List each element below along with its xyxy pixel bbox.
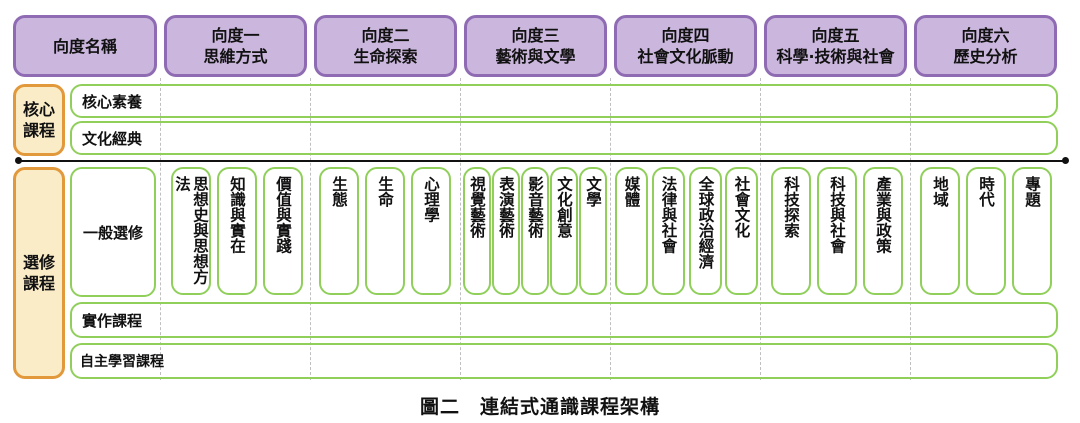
column-separator — [310, 78, 311, 380]
column-separator — [610, 78, 611, 380]
course-box: 知識與實在 — [217, 167, 257, 295]
header-dimension-4-line1: 向度四 — [661, 26, 710, 45]
elective-row-practice: 實作課程 — [70, 302, 1058, 338]
elective-row-self-directed: 自主學習課程 — [70, 343, 1058, 379]
course-label: 心理學 — [422, 176, 440, 223]
column-separator — [760, 78, 761, 380]
general-elective-label-text: 一般選修 — [82, 223, 143, 242]
course-label: 時代 — [977, 176, 995, 207]
figure-caption: 圖二 連結式通識課程架構 — [0, 392, 1080, 418]
header-dimension-5-line2: 科學·技術與社會 — [776, 47, 895, 66]
course-box: 全球政治經濟 — [689, 167, 722, 295]
elective-label-line1: 選修 — [22, 253, 55, 272]
course-box: 科技與社會 — [817, 167, 857, 295]
header-dimension-5-line1: 向度五 — [811, 26, 860, 45]
course-box: 生態 — [319, 167, 359, 295]
header-dimension-name: 向度名稱 — [13, 15, 157, 77]
header-dimension-1: 向度一 思維方式 — [164, 15, 307, 77]
course-box: 價值與實踐 — [263, 167, 303, 295]
header-dimension-1-line2: 思維方式 — [203, 47, 268, 66]
course-label: 科技探索 — [782, 176, 800, 238]
course-label: 專題 — [1023, 176, 1041, 207]
header-dimension-2-line1: 向度二 — [361, 26, 410, 45]
header-dimension-4-line2: 社會文化脈動 — [637, 47, 734, 66]
course-label: 地域 — [931, 176, 949, 207]
core-row-competency: 核心素養 — [70, 84, 1058, 118]
header-dimension-3-line2: 藝術與文學 — [495, 47, 576, 66]
course-label: 文學 — [584, 176, 602, 207]
header-dimension-6: 向度六 歷史分析 — [914, 15, 1057, 77]
header-dimension-1-line1: 向度一 — [211, 26, 260, 45]
course-label: 影音藝術 — [526, 176, 544, 238]
course-label: 視覺藝術 — [468, 176, 486, 238]
course-box: 法律與社會 — [652, 167, 685, 295]
course-label: 全球政治經濟 — [696, 176, 715, 269]
header-dimension-3-line1: 向度三 — [511, 26, 560, 45]
course-box: 表演藝術 — [492, 167, 520, 295]
core-row-competency-label: 核心素養 — [82, 92, 143, 111]
course-box: 社會文化 — [725, 167, 758, 295]
course-box: 思想史與思想方法 — [171, 167, 211, 295]
header-dimension-2: 向度二 生命探索 — [314, 15, 457, 77]
course-box: 影音藝術 — [521, 167, 549, 295]
course-label: 生命 — [376, 176, 394, 207]
elective-row-self-directed-label: 自主學習課程 — [80, 354, 164, 370]
course-box: 文化創意 — [550, 167, 578, 295]
core-row-classics: 文化經典 — [70, 121, 1058, 155]
elective-label-line2: 課程 — [22, 274, 55, 293]
column-separator — [160, 78, 161, 380]
course-label: 產業與政策 — [874, 176, 892, 254]
course-label: 文化創意 — [555, 176, 573, 238]
course-box: 地域 — [920, 167, 960, 295]
course-box: 文學 — [579, 167, 607, 295]
header-dimension-3: 向度三 藝術與文學 — [464, 15, 607, 77]
header-dimension-6-line1: 向度六 — [961, 26, 1010, 45]
column-separator — [910, 78, 911, 380]
course-label: 法律與社會 — [659, 176, 678, 254]
course-box: 專題 — [1012, 167, 1052, 295]
elective-curriculum-label: 選修 課程 — [13, 167, 65, 379]
course-label: 科技與社會 — [828, 176, 846, 254]
column-separator — [460, 78, 461, 380]
header-dimension-4: 向度四 社會文化脈動 — [614, 15, 757, 77]
general-elective-label: 一般選修 — [70, 167, 156, 297]
course-label: 表演藝術 — [497, 176, 515, 238]
divider-line — [18, 160, 1066, 162]
course-box: 視覺藝術 — [463, 167, 491, 295]
divider-endpoint — [1062, 157, 1069, 164]
course-box: 時代 — [966, 167, 1006, 295]
course-label: 思想史與思想方法 — [173, 176, 209, 285]
course-label: 價值與實踐 — [274, 176, 292, 254]
core-curriculum-label: 核心 課程 — [13, 84, 65, 156]
header-dimension-5: 向度五 科學·技術與社會 — [764, 15, 907, 77]
course-box: 科技探索 — [771, 167, 811, 295]
course-label: 生態 — [330, 176, 348, 207]
course-box: 媒體 — [615, 167, 648, 295]
elective-row-practice-label: 實作課程 — [82, 311, 143, 330]
figure-caption-text: 圖二 連結式通識課程架構 — [419, 396, 660, 418]
course-box: 生命 — [365, 167, 405, 295]
course-box: 產業與政策 — [863, 167, 903, 295]
course-label: 社會文化 — [732, 176, 751, 238]
course-label: 媒體 — [622, 176, 641, 207]
header-dimension-6-line2: 歷史分析 — [953, 47, 1018, 66]
header-dimension-name-label: 向度名稱 — [52, 36, 117, 56]
course-box: 心理學 — [411, 167, 451, 295]
header-dimension-2-line2: 生命探索 — [353, 47, 418, 66]
core-label-line1: 核心 — [22, 100, 55, 119]
core-label-line2: 課程 — [22, 121, 55, 140]
course-label: 知識與實在 — [228, 176, 246, 254]
core-row-classics-label: 文化經典 — [82, 129, 143, 148]
